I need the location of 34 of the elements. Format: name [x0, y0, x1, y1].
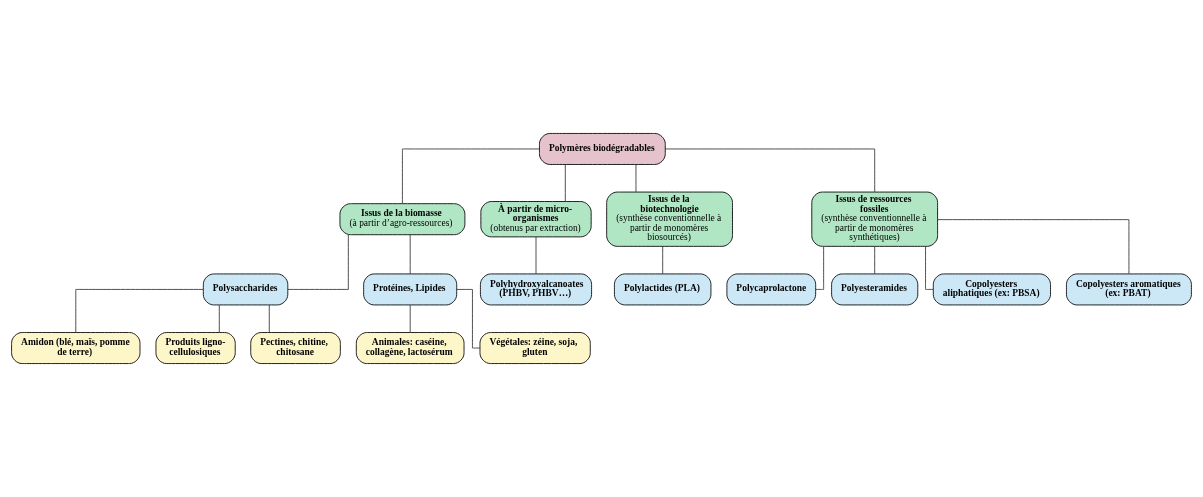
node-box: Pectines, chitine, chitosane — [250, 332, 341, 364]
node-box: Végétales: zéine, soja, gluten — [479, 332, 591, 364]
node-box: Issus de la biomasse (à partir d’agro-ressources) — [339, 203, 466, 236]
connector — [665, 148, 876, 193]
connector — [409, 304, 411, 333]
node-box: Polysaccharides — [202, 273, 289, 306]
connector — [75, 289, 204, 333]
node-box: Issus de ressources fossiles (synthèse conventionnelle à partir de monomères synthétiques) — [811, 191, 939, 247]
node-box: Polyesteramides — [831, 273, 919, 306]
node-box: Polymères biodégradables — [539, 133, 666, 165]
connector — [925, 246, 934, 290]
connector — [402, 148, 540, 205]
node-box: Animales: caséine, collagène, lactosérum — [355, 332, 465, 364]
connector — [287, 234, 349, 290]
connector — [268, 304, 270, 333]
node-box: Produits ligno-cellulosiques — [155, 332, 236, 364]
connector — [564, 164, 566, 202]
node-box: Polyhydroxyalcanoates (PHBV, PHBV…) — [480, 273, 592, 306]
node-box: Protéines, Lipides — [363, 273, 458, 306]
node-box: Polycaprolactone — [726, 273, 817, 306]
node-box: À partir de micro-organismes (obtenus par extraction) — [480, 201, 592, 238]
connector — [409, 234, 411, 275]
connector — [635, 164, 637, 193]
connector — [535, 236, 537, 275]
node-box: Amidon (blé, maïs, pomme de terre) — [11, 332, 141, 364]
connector — [218, 304, 220, 333]
node-box: Copolyesters aromatiques (ex: PBAT) — [1066, 273, 1192, 306]
connector — [662, 246, 664, 275]
node-box: Polylactides (PLA) — [614, 273, 712, 306]
connector — [937, 219, 1130, 275]
connector — [874, 246, 876, 275]
node-box: Copolyesters aliphatiques (ex: PBSA) — [932, 273, 1051, 306]
node-box: Issus de la biotechnologie (synthèse conventionnelle à partir de monomères biosourcés) — [606, 191, 733, 247]
connector — [815, 246, 825, 290]
